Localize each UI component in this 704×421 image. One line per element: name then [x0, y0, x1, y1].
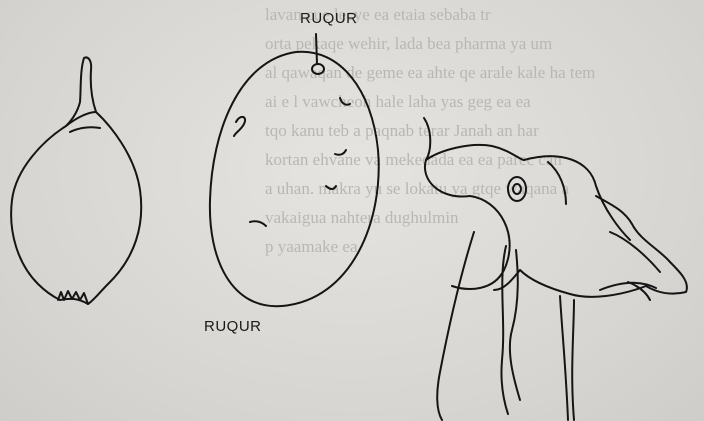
label-bottom: RUQUR	[204, 318, 262, 335]
sprouting-tuber-drawing-right	[424, 118, 687, 420]
label-top: RUQUR	[300, 10, 358, 27]
tuber-drawing-left	[11, 58, 141, 305]
potato-drawing-middle	[210, 34, 379, 306]
